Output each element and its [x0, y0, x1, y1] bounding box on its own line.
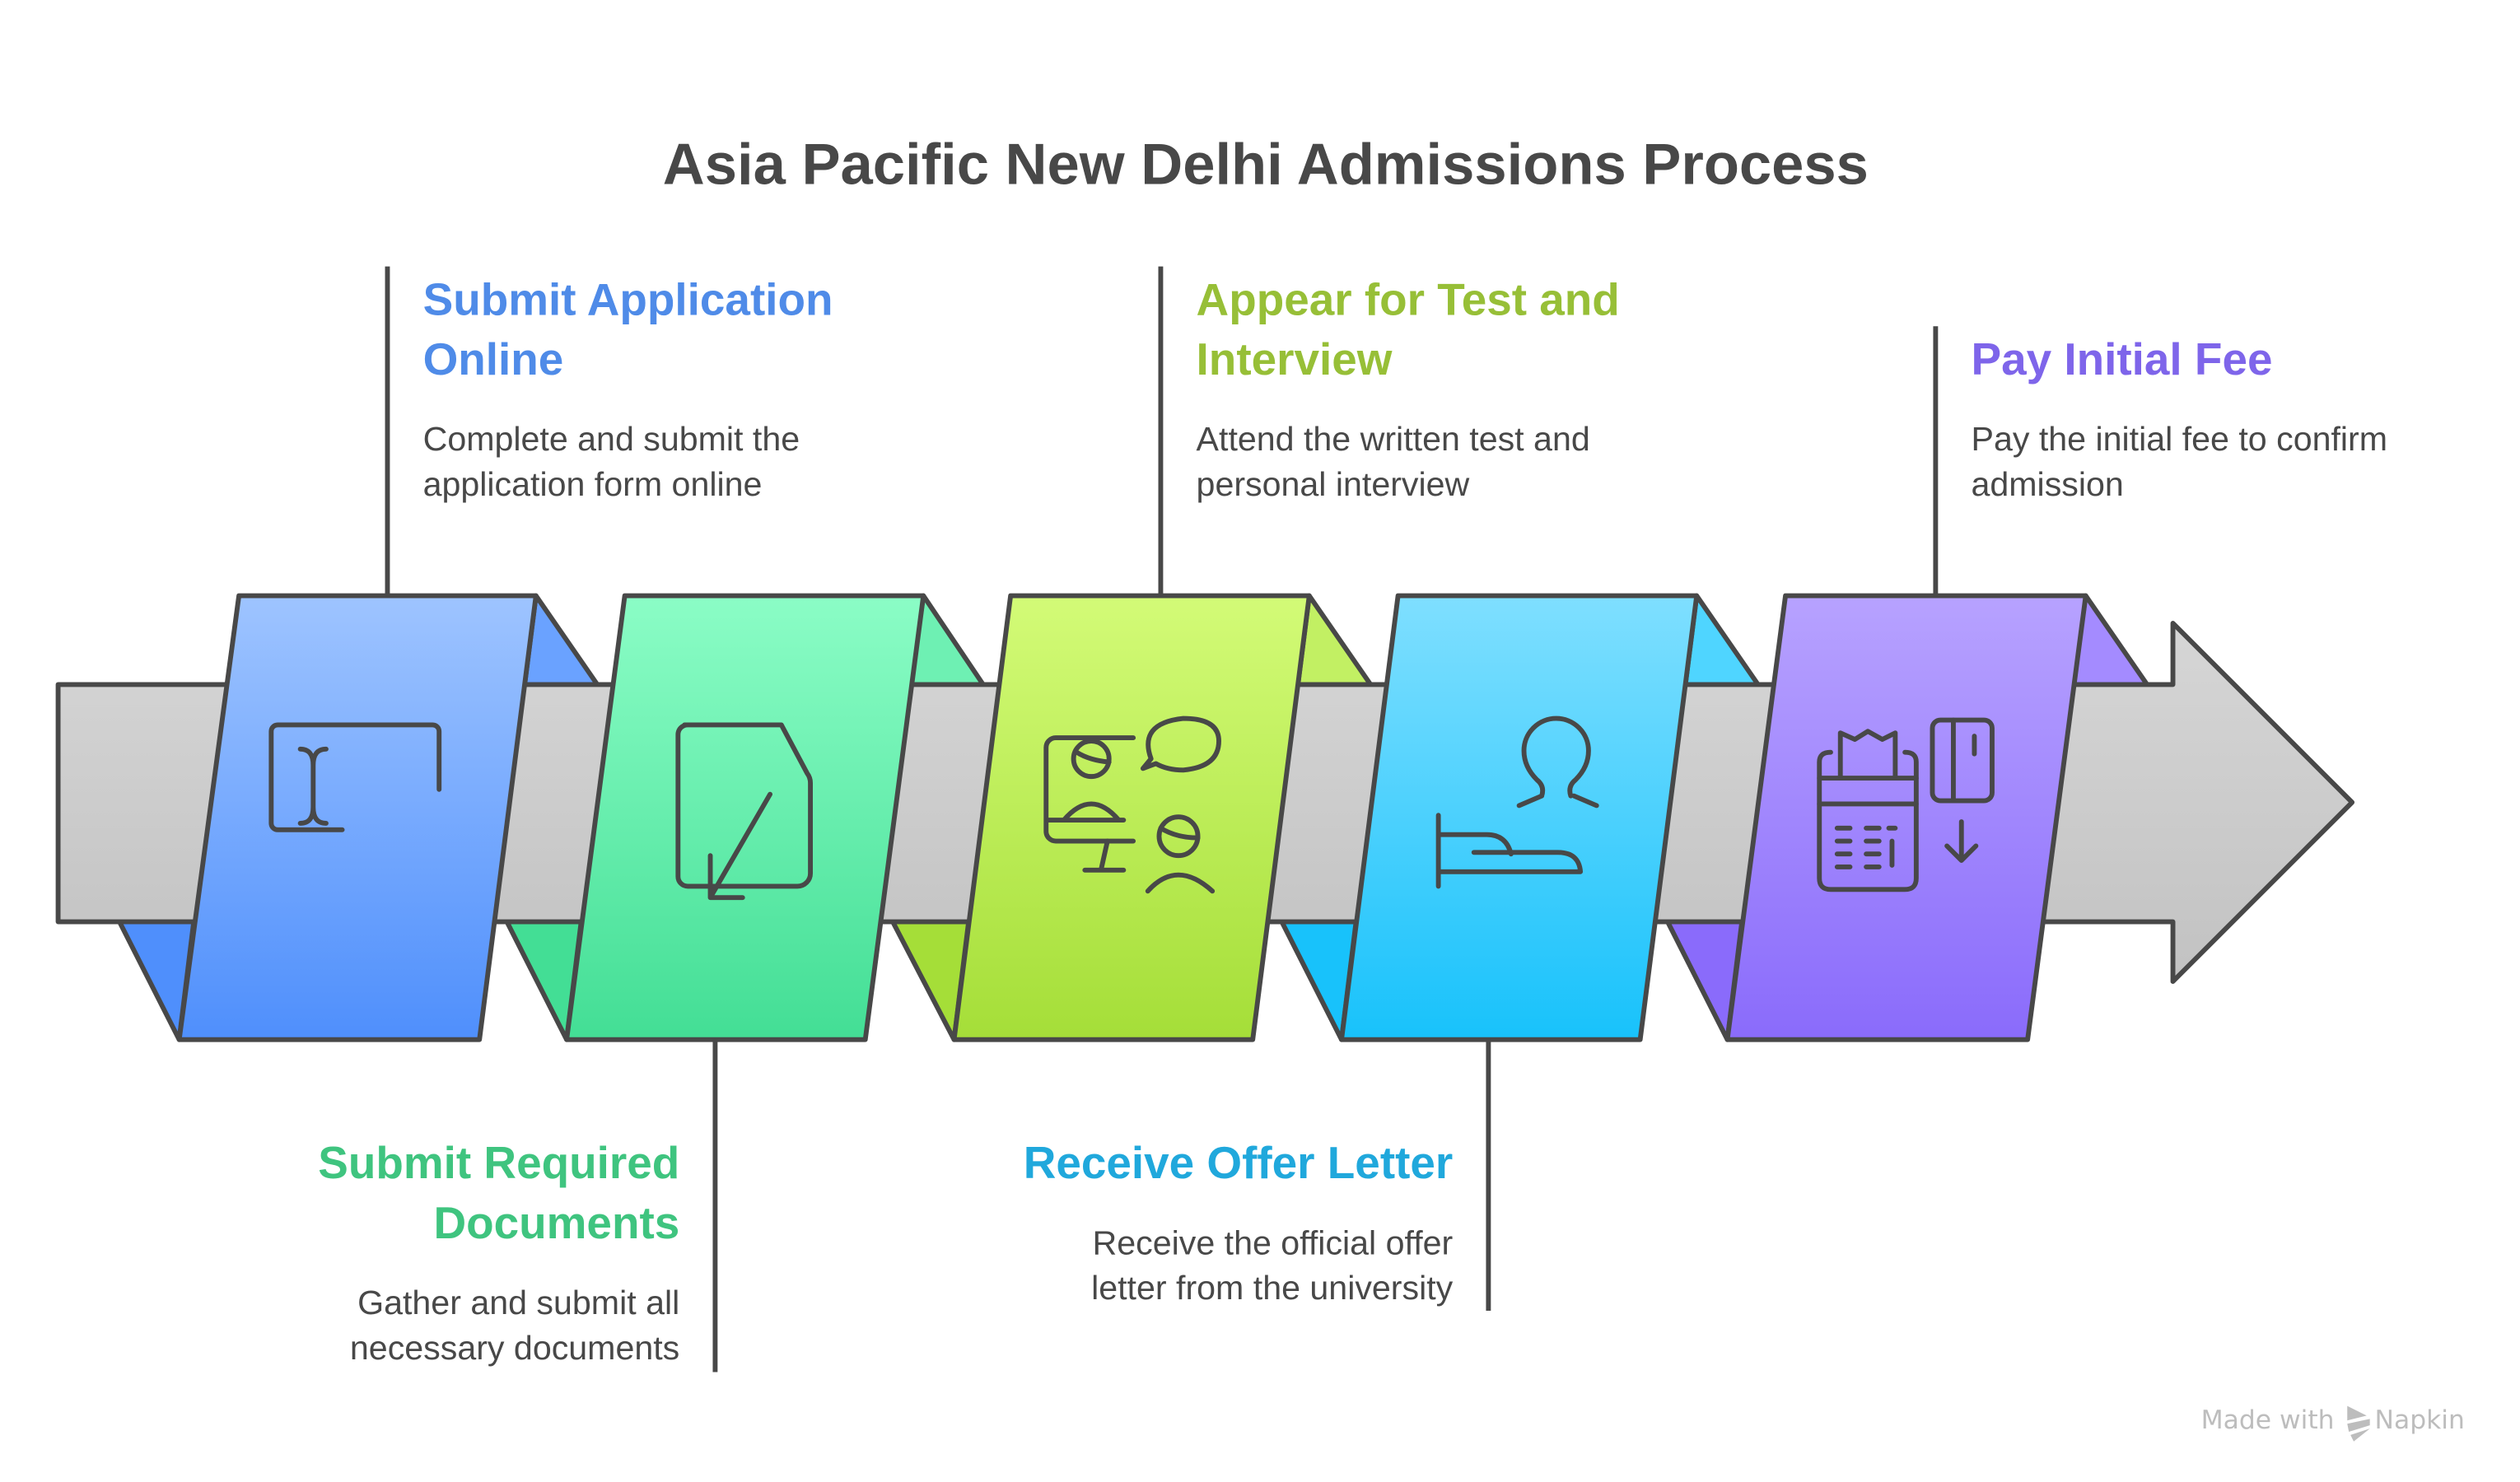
text-cursor-input-icon — [268, 722, 442, 832]
step-1-desc-line-1: Complete and submit the — [423, 420, 800, 458]
step-1-title-line-2: Online — [423, 333, 564, 384]
page-title: Asia Pacific New Delhi Admissions Proces… — [663, 132, 1869, 197]
step-5-label: Pay Initial Fee Pay the initial fee to c… — [1972, 333, 2388, 503]
step-5-desc-line-2: admission — [1972, 465, 2124, 503]
step-5-desc-line-1: Pay the initial fee to confirm — [1972, 420, 2388, 458]
napkin-logo-icon — [2347, 1405, 2370, 1442]
step-2-label: Submit Required Documents Gather and sub… — [318, 1137, 679, 1367]
step-4-label: Receive Offer Letter Receive the officia… — [1024, 1137, 1454, 1307]
step-4-desc-line-2: letter from the university — [1091, 1269, 1454, 1307]
step-4-title-line-1: Receive Offer Letter — [1024, 1137, 1454, 1188]
step-5-title-line-1: Pay Initial Fee — [1972, 333, 2273, 384]
step-4-panel — [1339, 593, 1700, 1042]
step-3-title-line-1: Appear for Test and — [1197, 273, 1620, 324]
step-2-desc-line-1: Gather and submit all — [357, 1284, 679, 1321]
step-1-label: Submit Application Online Complete and s… — [423, 273, 833, 503]
made-with-label: Made with — [2201, 1405, 2335, 1435]
back-folds — [117, 593, 2150, 1042]
hand-offer-person-icon — [1435, 715, 1599, 889]
step-3-desc-line-2: personal interview — [1197, 465, 1470, 503]
step-2-title-line-2: Documents — [433, 1197, 679, 1248]
step-5-panel — [1724, 593, 2088, 1042]
step-4-desc-line-1: Receive the official offer — [1093, 1223, 1454, 1261]
step-3-panel — [951, 593, 1312, 1042]
step-2-desc-line-2: necessary documents — [350, 1329, 679, 1367]
video-interview-icon — [1043, 715, 1221, 894]
card-payment-terminal-icon — [1817, 717, 1995, 892]
step-1-panel — [176, 593, 539, 1042]
step-1-title-line-1: Submit Application — [423, 273, 833, 324]
napkin-watermark[interactable]: Made with Napkin — [2201, 1405, 2465, 1442]
step-2-title-line-1: Submit Required — [318, 1137, 679, 1188]
napkin-brand-label: Napkin — [2375, 1405, 2465, 1435]
step-3-label: Appear for Test and Interview Attend the… — [1197, 273, 1620, 503]
step-3-title-line-2: Interview — [1197, 333, 1393, 384]
step-3-desc-line-1: Attend the written test and — [1197, 420, 1590, 458]
step-1-desc-line-2: application form online — [423, 465, 763, 503]
document-download-icon — [675, 722, 814, 901]
step-2-panel — [564, 593, 926, 1042]
